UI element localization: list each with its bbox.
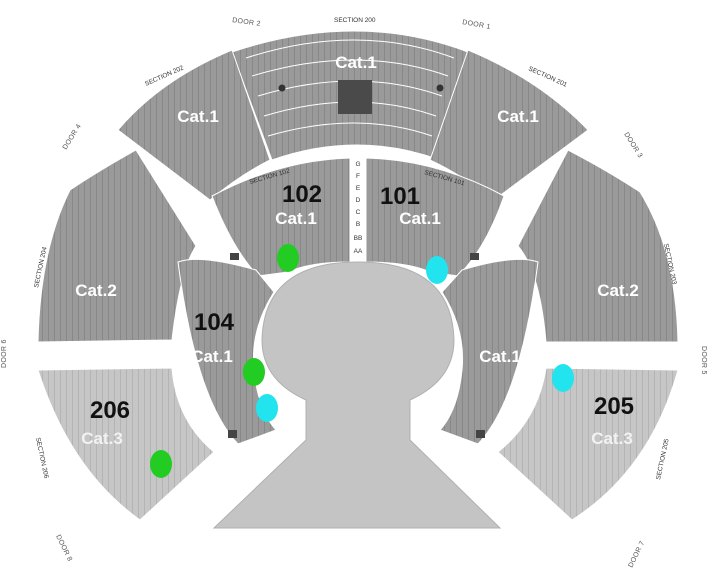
door-3-label: DOOR 3 bbox=[622, 131, 643, 159]
pillar-right bbox=[436, 84, 444, 92]
cat-label-206: Cat.3 bbox=[81, 429, 123, 448]
cat-label-200: Cat.1 bbox=[335, 53, 377, 72]
stage bbox=[212, 261, 502, 529]
pillar-left bbox=[278, 84, 286, 92]
marker-101[interactable] bbox=[426, 256, 448, 284]
door-6-label: DOOR 6 bbox=[1, 339, 8, 368]
marker-205[interactable] bbox=[552, 364, 574, 392]
cat-label-201: Cat.1 bbox=[497, 107, 539, 126]
svg-text:BB: BB bbox=[354, 235, 363, 242]
cat-label-104: Cat.1 bbox=[191, 347, 233, 366]
marker-104-green[interactable] bbox=[243, 358, 265, 386]
door-7-label: DOOR 7 bbox=[628, 540, 647, 569]
door-1-label: DOOR 1 bbox=[462, 19, 491, 31]
section-203[interactable] bbox=[517, 149, 679, 343]
number-102: 102 bbox=[282, 181, 322, 208]
cat-label-102: Cat.1 bbox=[275, 209, 317, 228]
section-201[interactable] bbox=[429, 49, 589, 201]
center-aisle-rows: G F E D C B BB AA bbox=[354, 161, 363, 255]
door-2-label: DOOR 2 bbox=[232, 17, 261, 28]
section-206-label: SECTION 206 bbox=[34, 437, 50, 479]
door-8-label: DOOR 8 bbox=[54, 534, 73, 563]
cat-label-203: Cat.2 bbox=[597, 281, 639, 300]
cat-label-101: Cat.1 bbox=[399, 209, 441, 228]
svg-text:D: D bbox=[356, 197, 361, 204]
svg-text:E: E bbox=[356, 185, 361, 192]
step-block bbox=[228, 430, 237, 438]
number-101: 101 bbox=[380, 183, 420, 210]
number-205: 205 bbox=[594, 393, 634, 420]
door-4-label: DOOR 4 bbox=[62, 123, 83, 151]
svg-text:C: C bbox=[356, 209, 361, 216]
section-200[interactable] bbox=[231, 30, 469, 161]
step-block bbox=[476, 430, 485, 438]
section-205-label: SECTION 205 bbox=[655, 438, 671, 480]
section-101[interactable] bbox=[365, 157, 505, 277]
section-206[interactable] bbox=[37, 367, 215, 521]
cat-label-205: Cat.3 bbox=[591, 429, 633, 448]
section-204[interactable] bbox=[37, 149, 197, 343]
section-200-label: SECTION 200 bbox=[334, 17, 376, 24]
step-block bbox=[470, 253, 479, 260]
marker-104-cyan[interactable] bbox=[256, 394, 278, 422]
control-booth bbox=[338, 80, 372, 114]
number-206: 206 bbox=[90, 397, 130, 424]
cat-label-204: Cat.2 bbox=[75, 281, 117, 300]
cat-label-103: Cat.1 bbox=[479, 347, 521, 366]
cat-label-202: Cat.1 bbox=[177, 107, 219, 126]
marker-206[interactable] bbox=[150, 450, 172, 478]
marker-102[interactable] bbox=[277, 244, 299, 272]
door-5-label: DOOR 5 bbox=[700, 346, 707, 375]
section-205[interactable] bbox=[497, 367, 679, 521]
section-103[interactable] bbox=[439, 258, 539, 445]
section-102[interactable] bbox=[211, 157, 351, 277]
svg-text:G: G bbox=[355, 161, 360, 168]
section-202[interactable] bbox=[117, 49, 271, 201]
step-block bbox=[230, 253, 239, 260]
svg-text:AA: AA bbox=[354, 248, 363, 255]
svg-text:B: B bbox=[356, 221, 360, 228]
number-104: 104 bbox=[194, 309, 235, 336]
svg-text:F: F bbox=[356, 173, 360, 180]
